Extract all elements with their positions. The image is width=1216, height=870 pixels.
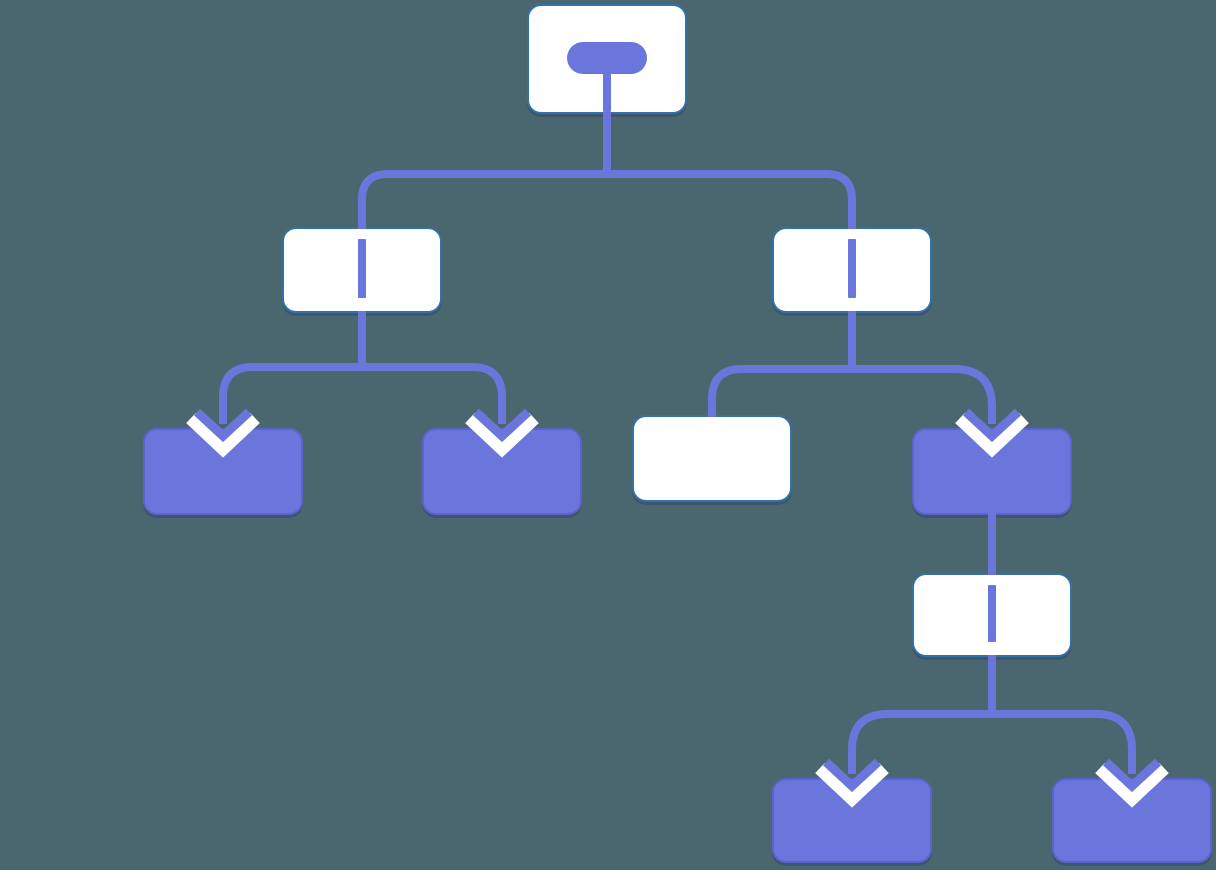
pill-stem-icon <box>603 72 611 112</box>
divider-bar-icon <box>358 239 366 298</box>
leaf-1-node[interactable] <box>143 428 303 515</box>
child-plain-node[interactable] <box>632 415 792 502</box>
pill-icon <box>567 42 647 74</box>
divider-bar-icon <box>848 239 856 298</box>
edge-branch-left-to-leaf-1 <box>219 311 366 424</box>
edge-sub-branch-to-leaf-4 <box>988 655 1136 774</box>
leaf-2-node[interactable] <box>422 428 582 515</box>
branch-mid-node[interactable] <box>912 428 1072 515</box>
sub-branch-node[interactable] <box>912 573 1072 657</box>
edge-branch-right-to-branch-mid <box>848 311 996 424</box>
edge-root-to-branch-right <box>603 112 856 229</box>
branch-right-node[interactable] <box>772 227 932 313</box>
edge-root-to-branch-left <box>358 112 611 229</box>
edge-branch-right-to-child-plain <box>708 311 856 417</box>
leaf-4-node[interactable] <box>1052 778 1212 863</box>
edge-sub-branch-to-leaf-3 <box>848 655 996 774</box>
root-node[interactable] <box>527 4 687 114</box>
edge-branch-left-to-leaf-2 <box>358 311 506 424</box>
branch-left-node[interactable] <box>282 227 442 313</box>
leaf-3-node[interactable] <box>772 778 932 863</box>
divider-bar-icon <box>988 585 996 642</box>
